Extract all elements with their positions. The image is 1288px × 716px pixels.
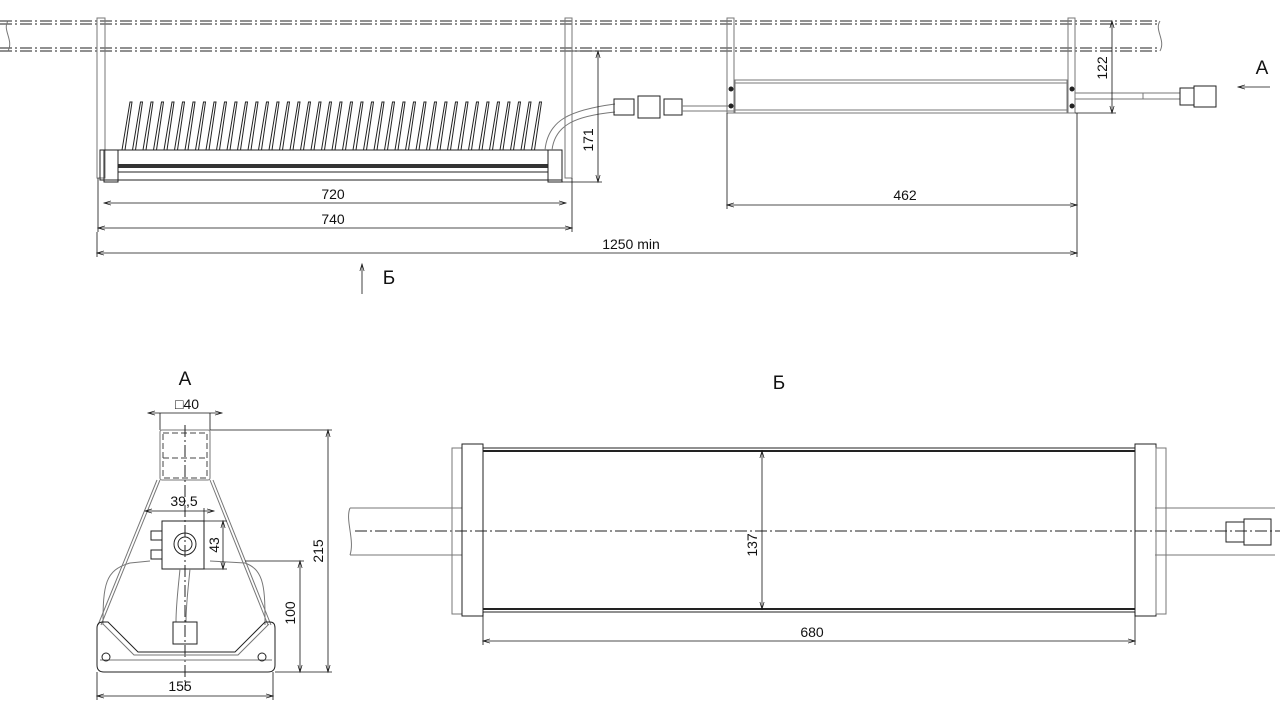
dim-137: 137 xyxy=(744,449,765,611)
heatsink-fin xyxy=(436,101,448,151)
heatsink-fin xyxy=(279,101,291,151)
heatsink-fin xyxy=(384,101,396,151)
dim-171: 171 xyxy=(562,49,602,184)
dim-40: □40 xyxy=(146,396,224,430)
dim-43-label: 43 xyxy=(206,537,222,553)
heatsink-fin xyxy=(373,101,385,151)
dim-122-label: 122 xyxy=(1094,56,1110,80)
dim-171-label: 171 xyxy=(580,128,596,152)
heatsink-fin xyxy=(226,101,238,151)
heatsink-fin xyxy=(174,101,186,151)
view-b: Б 137 680 xyxy=(348,373,1280,645)
view-a-title: А xyxy=(179,369,192,390)
dim-155-label: 155 xyxy=(168,678,192,694)
view-a: А □40 39,5 43 xyxy=(95,369,332,700)
dim-215: 215 xyxy=(210,428,332,674)
cable-connector-1 xyxy=(613,95,735,119)
dim-720-label: 720 xyxy=(321,186,345,202)
heatsink-fin xyxy=(216,101,228,151)
luminaire-side xyxy=(99,101,616,183)
heatsink-fin xyxy=(121,101,133,151)
heatsink-fin xyxy=(310,101,322,151)
dim-43: 43 xyxy=(204,519,227,571)
support-pipe xyxy=(0,20,1163,52)
view-arrow-a-label: А xyxy=(1256,58,1269,79)
heatsink-fin xyxy=(268,101,280,151)
heatsink-fin xyxy=(258,101,270,151)
cable-connector-2 xyxy=(1075,85,1217,108)
driver-box xyxy=(728,79,1075,114)
dim-215-label: 215 xyxy=(310,539,326,563)
heatsink-fin xyxy=(163,101,175,151)
dim-155: 155 xyxy=(95,672,275,700)
heatsink-fin xyxy=(153,101,165,151)
heatsink-fin xyxy=(426,101,438,151)
dim-1250: 1250 min xyxy=(95,113,1079,257)
heatsink-fin xyxy=(499,101,511,151)
heatsink-fin xyxy=(321,101,333,151)
dim-462: 462 xyxy=(725,113,1079,209)
dim-39-5-label: 39,5 xyxy=(170,493,197,509)
dim-137-label: 137 xyxy=(744,533,760,557)
heatsink-fin xyxy=(237,101,249,151)
heatsink-fin xyxy=(510,101,522,151)
dim-462-label: 462 xyxy=(893,187,917,203)
dim-680: 680 xyxy=(481,612,1137,645)
heatsink-fin xyxy=(142,101,154,151)
heatsink-fin xyxy=(531,101,543,151)
dim-740: 740 xyxy=(96,178,574,232)
heatsink-fin xyxy=(205,101,217,151)
heatsink-fin xyxy=(447,101,459,151)
side-view: 720 740 1250 min 462 171 122 xyxy=(0,17,1270,294)
heatsink-fin xyxy=(342,101,354,151)
dim-100: 100 xyxy=(245,559,332,674)
heatsink-fin xyxy=(457,101,469,151)
heatsink-fin xyxy=(289,101,301,151)
view-b-title: Б xyxy=(773,373,785,394)
heatsink-fin xyxy=(478,101,490,151)
heatsink-fin xyxy=(331,101,343,151)
heatsink-fin xyxy=(415,101,427,151)
dim-122: 122 xyxy=(1075,19,1116,115)
view-arrow-a: А xyxy=(1236,58,1270,90)
view-arrow-b-label: Б xyxy=(383,268,395,289)
heatsink-fin xyxy=(520,101,532,151)
dim-720: 720 xyxy=(102,186,568,206)
heatsink-fin xyxy=(489,101,501,151)
view-arrow-b: Б xyxy=(359,262,395,294)
dim-680-label: 680 xyxy=(800,624,824,640)
dim-39-5: 39,5 xyxy=(143,493,216,521)
heatsink-fin xyxy=(352,101,364,151)
dim-740-label: 740 xyxy=(321,211,345,227)
dim-100-label: 100 xyxy=(282,601,298,625)
heatsink-fin xyxy=(132,101,144,151)
heatsink-fin xyxy=(195,101,207,151)
heatsink-fin xyxy=(184,101,196,151)
dim-40-label: □40 xyxy=(175,396,199,412)
heatsink-fin xyxy=(394,101,406,151)
heatsink-fin xyxy=(300,101,312,151)
heatsink-fin xyxy=(247,101,259,151)
dim-1250-label: 1250 min xyxy=(602,236,660,252)
heatsink-fin xyxy=(405,101,417,151)
hangers xyxy=(96,17,1076,179)
heatsink-fin xyxy=(468,101,480,151)
heatsink-fin xyxy=(363,101,375,151)
